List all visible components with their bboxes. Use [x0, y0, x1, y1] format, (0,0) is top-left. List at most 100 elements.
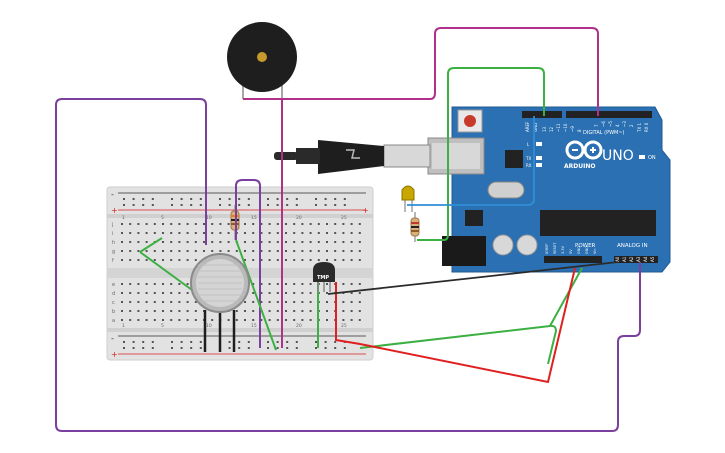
- breadboard-hole: [334, 241, 337, 243]
- power-header: [544, 256, 602, 263]
- pin-label: A5: [650, 256, 655, 262]
- col-number: 10: [206, 323, 212, 329]
- breadboard-hole: [121, 310, 123, 312]
- wires: [55, 27, 641, 432]
- breadboard-hole: [244, 301, 246, 303]
- breadboard-hole: [358, 310, 361, 312]
- breadboard-hole: [268, 310, 271, 312]
- wire-magenta-pin[interactable]: [243, 27, 599, 116]
- breadboard-hole: [153, 250, 156, 252]
- breadboard-hole: [285, 259, 287, 261]
- analog-pin-labels: A0 A1 A2 A3 A4 A5: [615, 256, 655, 262]
- breadboard-hole: [162, 250, 164, 252]
- wire-red-5v[interactable]: [335, 267, 576, 384]
- pin-label: ~3: [622, 121, 627, 127]
- breadboard-hole: [186, 283, 189, 285]
- rail-hole: [190, 204, 193, 206]
- wire-purple-analog[interactable]: [55, 98, 641, 432]
- rail-hole: [324, 198, 327, 200]
- breadboard-hole: [219, 232, 222, 234]
- pin-label: ~6: [601, 121, 606, 127]
- pin-label: 4: [615, 124, 620, 127]
- yellow-led[interactable]: [401, 185, 415, 212]
- breadboard-hole: [268, 223, 271, 225]
- rail-hole: [190, 347, 193, 349]
- rail-hole: [286, 198, 289, 200]
- breadboard-hole: [309, 250, 312, 252]
- breadboard-hole: [186, 259, 189, 261]
- analog-header: [614, 256, 658, 263]
- piezo-buzzer[interactable]: [227, 22, 297, 99]
- rail-hole: [276, 198, 279, 200]
- wire-blue-gnd[interactable]: [407, 116, 535, 206]
- breadboard-hole: [145, 310, 148, 312]
- breadboard-hole: [153, 223, 156, 225]
- tx-label: TX: [525, 156, 531, 161]
- wire-black-tmp[interactable]: [327, 261, 619, 295]
- gas-sensor[interactable]: [190, 253, 250, 313]
- wire-green-led[interactable]: [417, 67, 545, 241]
- breadboard-hole: [285, 250, 287, 252]
- breadboard-hole: [162, 283, 164, 285]
- rail-hole: [267, 198, 269, 200]
- rail-hole: [142, 204, 145, 206]
- col-number: 25: [341, 215, 347, 221]
- rail-hole: [247, 198, 250, 200]
- wire-green-breadboard[interactable]: [139, 237, 277, 351]
- rail-hole: [247, 347, 250, 349]
- usb-cable[interactable]: [274, 140, 431, 174]
- row-letter: f: [112, 258, 114, 264]
- breadboard-hole: [342, 259, 345, 261]
- breadboard-hole: [260, 319, 263, 321]
- col-number: 15: [251, 215, 257, 221]
- rail-hole: [123, 341, 125, 343]
- breadboard-hole: [301, 310, 304, 312]
- pin-label: A1: [622, 256, 627, 262]
- usb-port-inner: [432, 143, 480, 169]
- rail-hole: [286, 347, 289, 349]
- breadboard-hole: [137, 250, 140, 252]
- breadboard-hole: [350, 250, 353, 252]
- breadboard-hole: [350, 292, 353, 294]
- breadboard-hole: [129, 232, 132, 234]
- rail-hole: [238, 341, 241, 343]
- reset-button-cap[interactable]: [464, 115, 476, 127]
- breadboard-hole: [203, 223, 205, 225]
- rail-plus-bottom: +: [111, 350, 118, 359]
- wire-purple-bridge[interactable]: [235, 179, 261, 348]
- row-letter: h: [112, 240, 115, 246]
- breadboard-hole: [121, 259, 123, 261]
- breadboard-hole: [121, 232, 123, 234]
- breadboard-hole: [121, 283, 123, 285]
- usb-chip: [505, 150, 523, 168]
- pin-label: 2: [629, 124, 634, 127]
- breadboard-hole: [211, 232, 214, 234]
- board-brand: UNO: [602, 148, 634, 164]
- rail-hole: [324, 341, 327, 343]
- wire-green-gnd[interactable]: [359, 267, 583, 365]
- rail-minus-bottom: -: [111, 334, 114, 343]
- breadboard-hole: [326, 310, 328, 312]
- breadboard-hole: [121, 301, 123, 303]
- breadboard-hole: [129, 283, 132, 285]
- row-letter: c: [112, 300, 115, 306]
- analog-label: ANALOG IN: [617, 243, 648, 249]
- breadboard-hole: [309, 310, 312, 312]
- rail-hole: [132, 198, 135, 200]
- breadboard-hole: [203, 241, 205, 243]
- temperature-sensor[interactable]: TMP: [313, 262, 335, 292]
- breadboard-hole: [252, 292, 255, 294]
- breadboard-hole: [153, 259, 156, 261]
- breadboard-hole: [186, 241, 189, 243]
- breadboard-hole: [227, 241, 230, 243]
- resistor-led[interactable]: [410, 212, 420, 242]
- breadboard-hole: [244, 310, 246, 312]
- rail-hole: [123, 204, 125, 206]
- breadboard-hole: [194, 319, 197, 321]
- breadboard-hole: [293, 241, 296, 243]
- breadboard-hole: [301, 250, 304, 252]
- breadboard-hole: [301, 241, 304, 243]
- breadboard-hole: [285, 283, 287, 285]
- col-number: 25: [341, 323, 347, 329]
- arduino-uno-board[interactable]: UNO ARDUINO ON L TX RX DIGITAL (PWM~) PO…: [427, 106, 671, 273]
